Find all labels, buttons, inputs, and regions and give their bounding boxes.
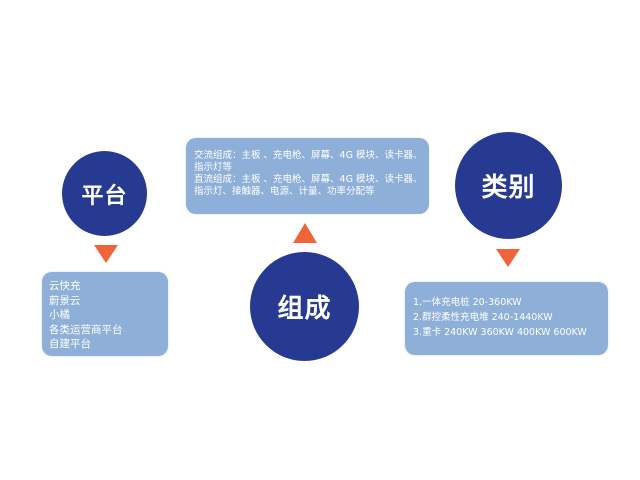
platform-title: 平台 [81,183,128,209]
composition-line: 直流组成：主板 、充电枪、屏幕、4G 模块、读卡器、 [194,174,423,185]
arrow-down-icon [496,249,520,267]
arrow-up-icon [293,223,317,243]
platform-item: 自建平台 [49,338,91,350]
platform-item: 小橘 [49,309,70,321]
platform-item: 蔚景云 [49,294,81,307]
composition-title: 组成 [277,294,332,324]
platform-list-box: 云快充 蔚景云 小橘 各类运营商平台 自建平台 [42,272,168,356]
category-item: 3.重卡 240KW 360KW 400KW 600KW [413,327,587,338]
platform-item: 云快充 [49,280,81,292]
platform-circle: 平台 [62,151,147,236]
platform-item: 各类运营商平台 [49,323,123,336]
category-circle: 类别 [455,132,562,239]
category-list-box: 1.一体充电桩 20-360KW 2.群控柔性充电堆 240-1440KW 3.… [405,282,608,355]
composition-circle: 组成 [250,252,359,361]
composition-line: 交流组成：主板 、充电枪、屏幕、4G 模块、读卡器、 [194,150,423,161]
arrow-down-icon [94,245,118,263]
category-item: 1.一体充电桩 20-360KW [413,297,522,308]
category-item: 2.群控柔性充电堆 240-1440KW [413,312,553,323]
category-title: 类别 [481,173,536,203]
composition-details-box: 交流组成：主板 、充电枪、屏幕、4G 模块、读卡器、 指示灯等 直流组成：主板 … [186,138,429,214]
composition-line: 指示灯、接触器、电源、计量、功率分配等 [194,186,375,197]
composition-line: 指示灯等 [194,162,233,173]
